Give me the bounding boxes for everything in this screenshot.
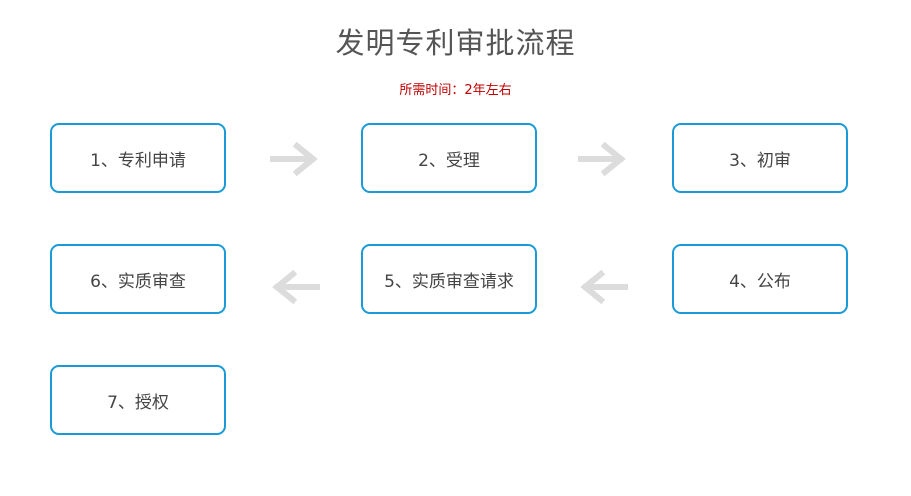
step-substantive-examination-request: 5、实质审查请求 (361, 244, 537, 314)
step-publication: 4、公布 (672, 244, 848, 314)
arrow-left-icon (580, 270, 628, 304)
step-patent-application: 1、专利申请 (50, 123, 226, 193)
duration-note: 所需时间：2年左右 (399, 83, 512, 98)
step-preliminary-examination: 3、初审 (672, 123, 848, 193)
step-substantive-examination: 6、实质审查 (50, 244, 226, 314)
step-acceptance: 2、受理 (361, 123, 537, 193)
arrow-right-icon (270, 142, 318, 176)
arrow-right-icon (578, 142, 626, 176)
arrow-left-icon (272, 270, 320, 304)
page-title: 发明专利审批流程 (335, 26, 576, 60)
step-grant: 7、授权 (50, 365, 226, 435)
